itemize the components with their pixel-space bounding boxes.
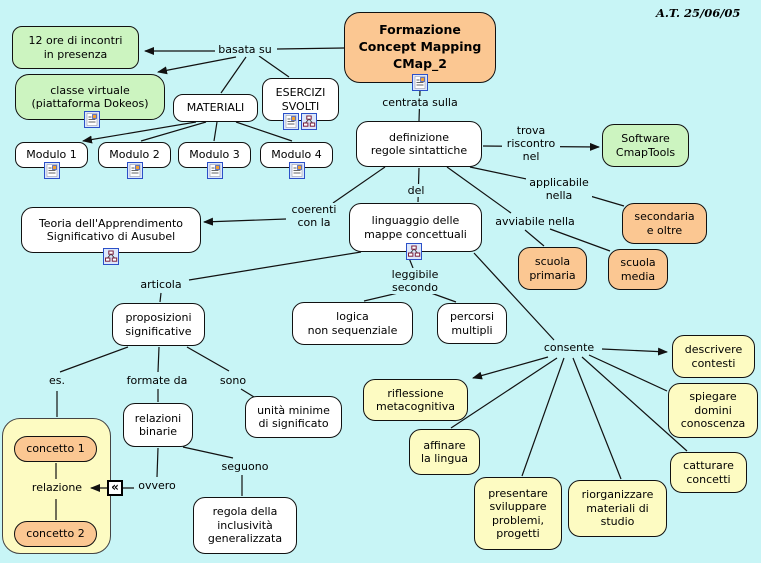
node-affinare-la-lingua[interactable]: affinare la lingua (409, 429, 480, 475)
document-resource-icon[interactable] (44, 162, 60, 179)
node-definizione-regole[interactable]: definizione regole sintattiche (356, 121, 482, 167)
node-scuola-primaria[interactable]: scuola primaria (518, 247, 587, 290)
node-secondaria-e-oltre[interactable]: secondaria e oltre (622, 203, 707, 244)
node-proposizioni-significative[interactable]: proposizioni significative (112, 303, 205, 346)
node-unita-minime[interactable]: unità minime di significato (245, 396, 342, 438)
link-label-del[interactable]: del (403, 184, 429, 198)
node-modulo-4[interactable]: Modulo 4 (260, 142, 333, 168)
link-label-basata-su[interactable]: basata su (215, 43, 275, 57)
node-percorsi-multipli[interactable]: percorsi multipli (437, 303, 507, 344)
node-concetto-2[interactable]: concetto 2 (14, 521, 97, 547)
link-label-es[interactable]: es. (45, 374, 69, 388)
link-label-centrata-sulla[interactable]: centrata sulla (377, 96, 463, 110)
node-logica-non-sequenziale[interactable]: logica non sequenziale (292, 302, 413, 345)
node-descrivere-contesti[interactable]: descrivere contesti (672, 335, 755, 378)
concept-map-resource-icon[interactable] (406, 243, 422, 260)
node-scuola-media[interactable]: scuola media (608, 249, 668, 290)
node-esercizi-svolti[interactable]: ESERCIZI SVOLTI (262, 78, 339, 121)
node-software-cmaptools[interactable]: Software CmapTools (602, 124, 689, 167)
document-resource-icon[interactable] (283, 113, 299, 130)
node-formazione-title[interactable]: Formazione Concept Mapping CMap_2 (344, 12, 496, 83)
link-label-relazione[interactable]: relazione (25, 481, 89, 495)
node-riflessione-metacognitiva[interactable]: riflessione metacognitiva (363, 379, 468, 421)
node-catturare-concetti[interactable]: catturare concetti (670, 452, 747, 493)
document-resource-icon[interactable] (207, 162, 223, 179)
node-12-ore[interactable]: 12 ore di incontri in presenza (12, 26, 139, 69)
link-label-sono[interactable]: sono (216, 374, 250, 388)
link-label-formate-da[interactable]: formate da (122, 374, 192, 388)
concept-map-resource-icon[interactable] (103, 248, 119, 265)
concept-map-resource-icon[interactable] (301, 113, 317, 130)
node-riorganizzare-materiali[interactable]: riorganizzare materiali di studio (568, 480, 667, 537)
node-presentare-sviluppare[interactable]: presentare sviluppare problemi, progetti (474, 477, 562, 550)
node-regola-inclusivita[interactable]: regola della inclusività generalizzata (193, 497, 297, 554)
node-spiegare-domini[interactable]: spiegare domini conoscenza (668, 383, 758, 438)
node-concetto-1[interactable]: concetto 1 (14, 436, 97, 462)
node-relazioni-binarie[interactable]: relazioni binarie (123, 403, 193, 447)
node-teoria-ausubel[interactable]: Teoria dell'Apprendimento Significativo … (21, 207, 201, 253)
link-label-seguono[interactable]: seguono (217, 460, 273, 474)
document-resource-icon[interactable] (412, 74, 428, 91)
link-label-ovvero[interactable]: ovvero (134, 479, 180, 493)
link-label-coerenti-con-la[interactable]: coerenti con la (287, 203, 341, 230)
author-annotation: A.T. 25/06/05 (656, 6, 741, 20)
link-label-leggibile-secondo[interactable]: leggibile secondo (387, 268, 443, 295)
document-resource-icon[interactable] (127, 162, 143, 179)
document-resource-icon[interactable] (84, 111, 100, 128)
node-materiali[interactable]: MATERIALI (173, 94, 258, 122)
link-label-consente[interactable]: consente (537, 341, 601, 355)
document-resource-icon[interactable] (289, 162, 305, 179)
link-label-trova-riscontro-nel[interactable]: trova riscontro nel (502, 124, 560, 164)
link-label-articola[interactable]: articola (136, 278, 186, 292)
link-label-applicabile-nella[interactable]: applicabile nella (526, 176, 592, 203)
collapse-arrows-icon[interactable]: « (107, 480, 123, 496)
link-label-avviabile-nella[interactable]: avviabile nella (490, 215, 580, 229)
